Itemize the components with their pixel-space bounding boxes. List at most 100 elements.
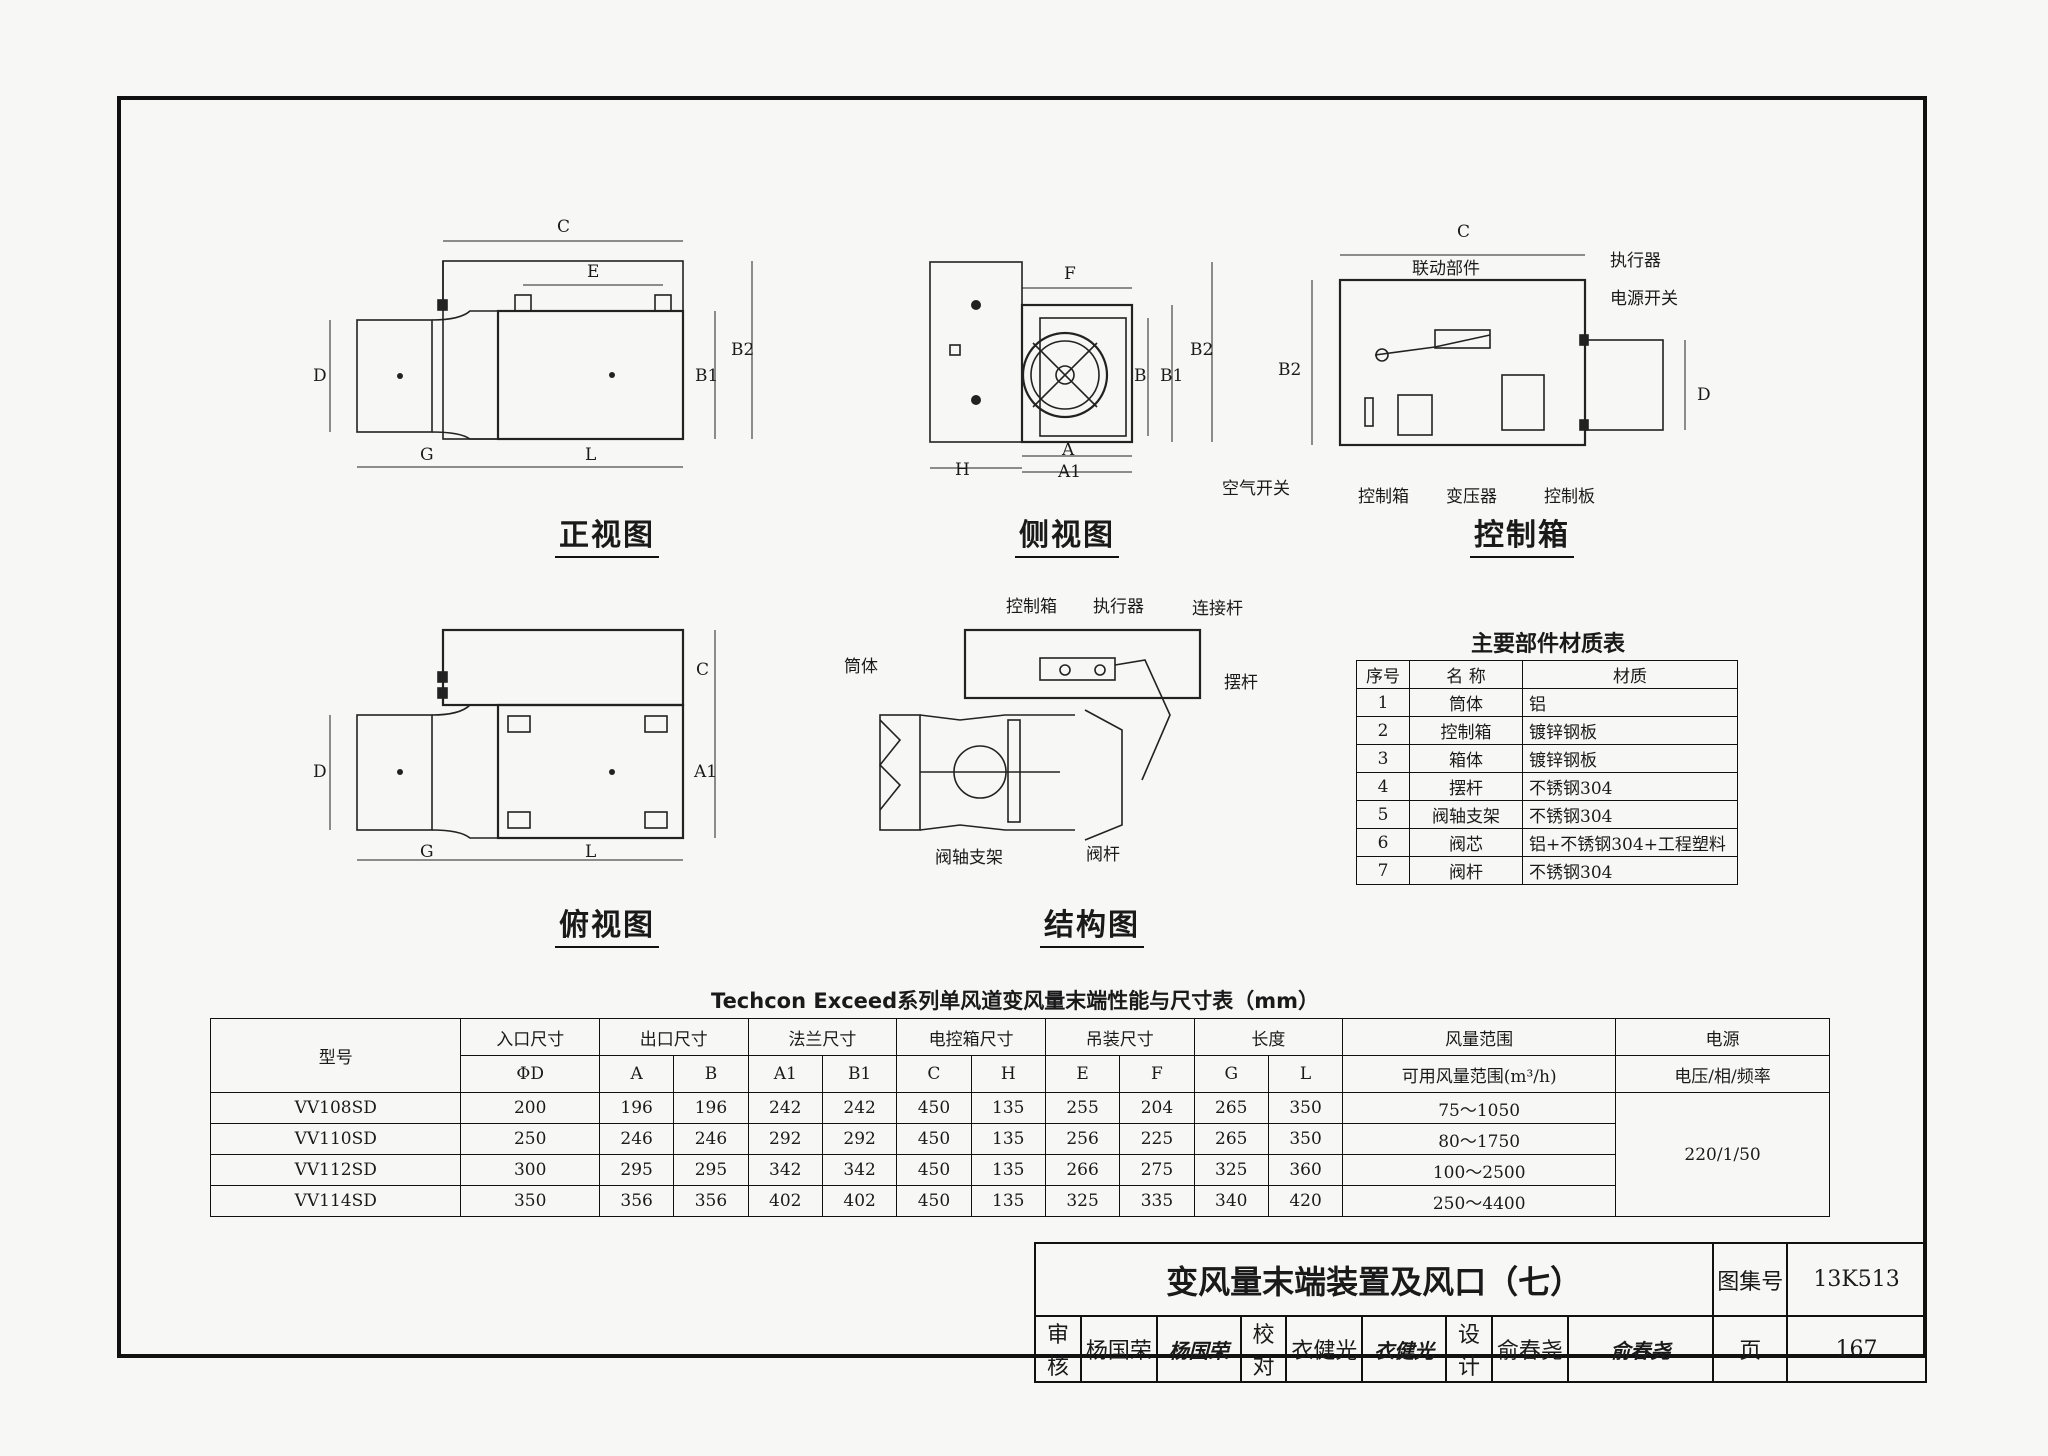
performance-cell: VV108SD	[209, 1092, 462, 1124]
label-control-board: 控制板	[1544, 487, 1595, 507]
materials-cell: 不锈钢304	[1522, 772, 1738, 801]
reviewer-name: 杨国荣	[1079, 1315, 1158, 1383]
group-header: 长度	[1193, 1018, 1344, 1056]
structure-drawing	[878, 628, 1202, 841]
label-transformer: 变压器	[1446, 487, 1497, 507]
structure-view-label: 结构图	[1040, 900, 1144, 948]
side-view-label: 侧视图	[1015, 510, 1119, 558]
front-dim-b2: B2	[731, 340, 755, 360]
performance-cell: 350	[460, 1185, 600, 1217]
materials-header-cell: 材质	[1522, 660, 1738, 689]
performance-cell: 265	[1193, 1092, 1269, 1124]
performance-cell: 266	[1044, 1154, 1121, 1186]
sub-header: 可用风量范围(m³/h)	[1342, 1055, 1617, 1093]
materials-cell: 1	[1356, 688, 1410, 717]
control-dim-c: C	[1457, 222, 1471, 242]
control-box-drawing	[1311, 254, 1686, 447]
review-label: 审核	[1034, 1315, 1082, 1383]
sub-header: C	[896, 1055, 972, 1093]
materials-cell: 铝+不锈钢304+工程塑料	[1522, 828, 1738, 857]
front-dim-b1: B1	[695, 366, 719, 386]
materials-cell: 铝	[1522, 688, 1738, 717]
performance-cell: 450	[896, 1123, 972, 1155]
performance-cell: 196	[598, 1092, 675, 1124]
label-shaft-bracket: 阀轴支架	[935, 848, 1003, 868]
front-dim-c: C	[557, 217, 571, 237]
top-dim-c: C	[696, 660, 710, 680]
materials-title: 主要部件材质表	[1470, 632, 1625, 657]
front-view-label: 正视图	[555, 510, 659, 558]
front-view-drawing	[329, 240, 753, 468]
group-header: 出口尺寸	[598, 1018, 749, 1056]
materials-header-cell: 名 称	[1409, 660, 1523, 689]
checker-signature: 衣健光	[1361, 1315, 1448, 1383]
sub-header: A1	[747, 1055, 823, 1093]
top-view-drawing	[329, 628, 716, 861]
performance-cell: 204	[1119, 1092, 1195, 1124]
front-dim-e: E	[587, 262, 600, 282]
designer-name: 俞春尧	[1490, 1315, 1569, 1383]
performance-cell: 402	[747, 1185, 823, 1217]
side-dim-b2: B2	[1190, 340, 1214, 360]
power-cell: 220/1/50	[1615, 1092, 1830, 1217]
performance-cell: 100～2500	[1342, 1154, 1617, 1186]
top-view-label: 俯视图	[555, 900, 659, 948]
performance-cell: 356	[673, 1185, 749, 1217]
performance-cell: 135	[970, 1092, 1046, 1124]
materials-cell: 阀芯	[1409, 828, 1523, 857]
control-view-label: 控制箱	[1470, 510, 1574, 558]
performance-cell: 450	[896, 1092, 972, 1124]
label-actuator-st: 执行器	[1093, 597, 1144, 617]
sub-header: G	[1193, 1055, 1269, 1093]
control-dim-d: D	[1697, 385, 1711, 405]
performance-cell: 450	[896, 1154, 972, 1186]
front-dim-l: L	[585, 445, 597, 465]
side-dim-h: H	[955, 460, 970, 480]
label-swing-rod: 摆杆	[1224, 673, 1258, 693]
atlas-no: 13K513	[1786, 1242, 1927, 1317]
performance-cell: VV112SD	[209, 1154, 462, 1186]
performance-cell: 292	[747, 1123, 823, 1155]
performance-cell: 80～1750	[1342, 1123, 1617, 1155]
designer-signature: 俞春尧	[1566, 1315, 1715, 1383]
performance-cell: 342	[747, 1154, 823, 1186]
label-link-rod: 连接杆	[1192, 599, 1243, 619]
performance-cell: 75～1050	[1342, 1092, 1617, 1124]
performance-cell: 295	[673, 1154, 749, 1186]
materials-cell: 4	[1356, 772, 1410, 801]
drawing-frame	[117, 96, 1927, 1358]
sub-header: ΦD	[460, 1055, 600, 1093]
page-label: 页	[1712, 1315, 1789, 1383]
check-label: 校对	[1239, 1315, 1288, 1383]
materials-cell: 7	[1356, 856, 1410, 885]
performance-cell: 350	[1267, 1123, 1344, 1155]
label-cylinder: 筒体	[844, 657, 878, 677]
materials-cell: 阀轴支架	[1409, 800, 1523, 829]
performance-cell: 292	[821, 1123, 898, 1155]
performance-cell: 342	[821, 1154, 898, 1186]
sub-header: B1	[821, 1055, 898, 1093]
performance-title: Techcon Exceed系列单风道变风量末端性能与尺寸表（mm）	[711, 989, 1319, 1013]
materials-header-cell: 序号	[1356, 660, 1410, 689]
front-dim-g: G	[420, 445, 434, 465]
side-dim-b: B	[1134, 366, 1147, 386]
materials-cell: 镀锌钢板	[1522, 744, 1738, 773]
top-dim-l: L	[585, 842, 597, 862]
title-block: 变风量末端装置及风口（七） 图集号 13K513 审核 杨国荣 杨国荣 校对 衣…	[1033, 1242, 1927, 1383]
performance-cell: 325	[1193, 1154, 1269, 1186]
sub-header: E	[1044, 1055, 1121, 1093]
performance-cell: 360	[1267, 1154, 1344, 1186]
checker-name: 衣健光	[1285, 1315, 1364, 1383]
materials-cell: 3	[1356, 744, 1410, 773]
label-actuator-cb: 执行器	[1610, 251, 1661, 271]
performance-cell: 225	[1119, 1123, 1195, 1155]
materials-cell: 控制箱	[1409, 716, 1523, 745]
performance-cell: 200	[460, 1092, 600, 1124]
